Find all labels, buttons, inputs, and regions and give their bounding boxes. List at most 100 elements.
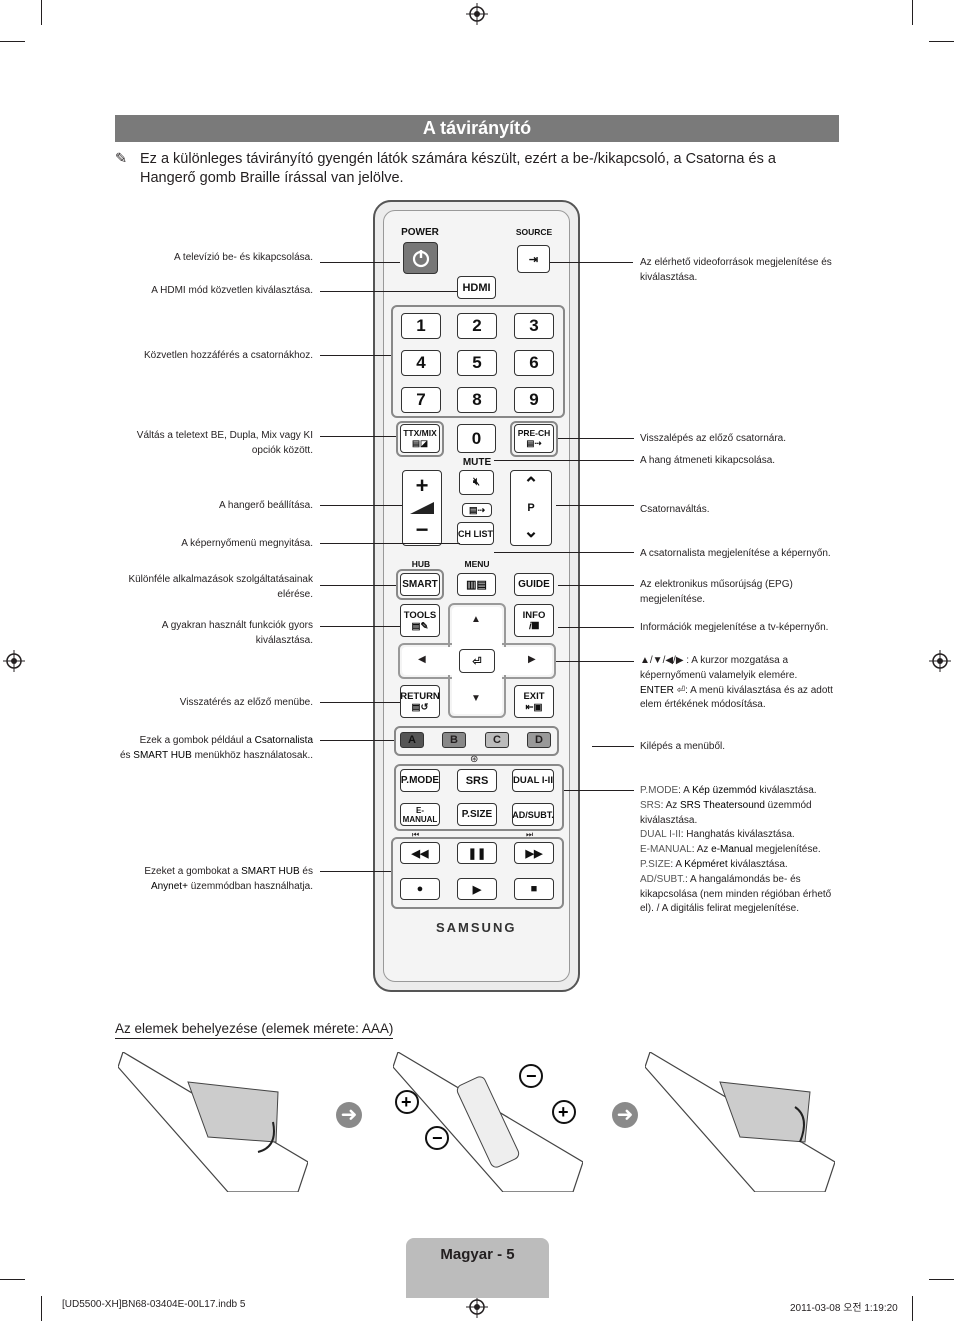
- registration-mark-icon: [466, 3, 488, 25]
- digit-5-button[interactable]: 5: [457, 350, 497, 376]
- color-key-b[interactable]: B: [442, 732, 466, 748]
- function-group: [394, 764, 564, 831]
- stop-icon: ■: [530, 883, 538, 895]
- channel-rocker[interactable]: ⌃ P ⌄: [510, 470, 552, 546]
- function-desc-row: P.MODE: A Kép üzemmód kiválasztása.: [640, 785, 817, 796]
- color-key-d[interactable]: D: [527, 732, 551, 748]
- digit-6-button[interactable]: 6: [514, 350, 554, 376]
- pre-ch-button[interactable]: PRE-CH▤⇢: [514, 424, 554, 453]
- leader-line: [320, 543, 460, 544]
- pencil-note-icon: ✎: [115, 151, 128, 167]
- play-button[interactable]: ▶: [457, 878, 497, 900]
- record-button[interactable]: ●: [400, 878, 440, 900]
- function-desc-row: DUAL I-II: Hanghatás kiválasztása.: [640, 829, 795, 841]
- ch-list-button[interactable]: CH LIST: [457, 522, 494, 545]
- exit-button[interactable]: EXIT⇤▣: [514, 685, 554, 718]
- label-tools: A gyakran használt funkciók gyors kivála…: [161, 620, 313, 646]
- leader-line: [320, 871, 391, 872]
- label-pre-ch: Visszalépés az előző csatornára.: [640, 433, 787, 444]
- battery-heading: Az elemek behelyezése (elemek mérete: AA…: [115, 1021, 394, 1039]
- enter-button[interactable]: ⏎: [459, 649, 495, 673]
- function-desc-row: P.SIZE: A Képméret kiválasztása.: [640, 858, 788, 870]
- power-label: POWER: [401, 227, 439, 238]
- skip-back-mark-icon: ⏮: [412, 830, 420, 839]
- skip-forward-mark-icon: ⏭: [526, 830, 534, 839]
- dpad-right-icon[interactable]: ▶: [528, 654, 536, 665]
- rewind-button[interactable]: ◀◀: [400, 842, 440, 864]
- leader-line: [550, 262, 633, 263]
- page-number-tab: Magyar - 5: [406, 1238, 549, 1298]
- guide-small-icon[interactable]: ▤⇢: [462, 503, 492, 517]
- svg-text:+: +: [558, 1102, 569, 1122]
- crop-mark: [912, 0, 913, 25]
- play-icon: ▶: [472, 883, 482, 896]
- hdmi-button[interactable]: HDMI: [457, 276, 496, 299]
- dpad-up-icon[interactable]: ▲: [471, 614, 481, 625]
- source-button[interactable]: ⇥: [517, 245, 550, 273]
- digit-1-button[interactable]: 1: [401, 313, 441, 339]
- leader-line: [320, 355, 391, 356]
- color-key-c[interactable]: C: [485, 732, 509, 748]
- label-functions: P.MODE: A Kép üzemmód kiválasztása. SRS: …: [640, 784, 840, 917]
- color-key-a[interactable]: A: [400, 732, 424, 748]
- exit-icon: ⇤▣: [525, 701, 543, 713]
- battery-step-3-illustration: [645, 1052, 835, 1192]
- crop-mark: [41, 1296, 42, 1321]
- function-desc-row: E-MANUAL: Az e-Manual megjelenítése.: [640, 844, 821, 856]
- guide-button[interactable]: GUIDE: [514, 573, 554, 596]
- ad-subt-button[interactable]: AD/SUBT.: [512, 803, 554, 826]
- digit-4-button[interactable]: 4: [401, 350, 441, 376]
- digit-9-button[interactable]: 9: [514, 387, 554, 413]
- teletext-icon: ▤◪: [411, 438, 429, 448]
- mute-label: MUTE: [462, 457, 492, 468]
- leader-line: [320, 585, 396, 586]
- tools-button[interactable]: TOOLS▤✎: [400, 604, 440, 637]
- volume-down-icon: −: [415, 517, 429, 543]
- volume-level-icon: [410, 501, 434, 514]
- p-size-button[interactable]: P.SIZE: [457, 803, 497, 826]
- label-volume: A hangerő beállítása.: [219, 500, 313, 511]
- leader-line: [564, 790, 634, 791]
- label-exit: Kilépés a menüből.: [640, 741, 726, 752]
- info-icon: 𝑖▤: [528, 620, 540, 632]
- label-power: A televízió be- és kikapcsolása.: [174, 252, 313, 263]
- dpad-down-icon[interactable]: ▼: [471, 693, 481, 704]
- return-button[interactable]: RETURN▤↺: [400, 685, 440, 718]
- ttx-mix-button[interactable]: TTX/MIX▤◪: [400, 424, 440, 453]
- svg-text:−: −: [432, 1128, 443, 1148]
- enter-icon: ⏎: [472, 655, 482, 668]
- function-desc-row: AD/SUBT.: A hangalámondás be- és kikapcs…: [640, 873, 832, 915]
- pre-ch-label: PRE-CH: [517, 428, 551, 438]
- digit-7-button[interactable]: 7: [401, 387, 441, 413]
- digit-2-button[interactable]: 2: [457, 313, 497, 339]
- volume-rocker[interactable]: + −: [402, 470, 442, 546]
- power-button[interactable]: [403, 242, 438, 274]
- srs-button[interactable]: SRS: [457, 769, 497, 792]
- pause-icon: ❚❚: [467, 847, 487, 860]
- registration-mark-icon: [929, 650, 951, 672]
- digit-3-button[interactable]: 3: [514, 313, 554, 339]
- smart-hub-button[interactable]: SMART: [400, 573, 440, 596]
- record-icon: ●: [416, 883, 424, 895]
- label-media: Ezeket a gombokat a SMART HUB és Anynet+…: [144, 866, 313, 892]
- satellite-icon: ⊛: [470, 754, 479, 765]
- digit-0-button[interactable]: 0: [457, 424, 496, 453]
- e-manual-button[interactable]: E-MANUAL: [400, 803, 440, 826]
- digit-8-button[interactable]: 8: [457, 387, 497, 413]
- mute-button[interactable]: 🔇︎: [459, 470, 494, 495]
- number-pad-group: [391, 305, 565, 418]
- stop-button[interactable]: ■: [514, 878, 554, 900]
- menu-button[interactable]: ▥▤: [457, 573, 496, 596]
- p-mode-button[interactable]: P.MODE: [400, 769, 440, 792]
- pause-button[interactable]: ❚❚: [457, 842, 497, 864]
- function-desc-row: SRS: Az SRS Theatersound üzemmód kiválas…: [640, 799, 812, 826]
- next-step-arrow-icon: ➜: [612, 1102, 638, 1128]
- fast-forward-button[interactable]: ▶▶: [514, 842, 554, 864]
- enter-small-icon: ⏎: [676, 684, 686, 696]
- svg-text:−: −: [526, 1066, 537, 1086]
- label-channel: Csatornaváltás.: [640, 504, 710, 515]
- leader-line: [320, 505, 402, 506]
- dpad-left-icon[interactable]: ◀: [418, 654, 426, 665]
- dual-button[interactable]: DUAL I-II: [512, 769, 554, 792]
